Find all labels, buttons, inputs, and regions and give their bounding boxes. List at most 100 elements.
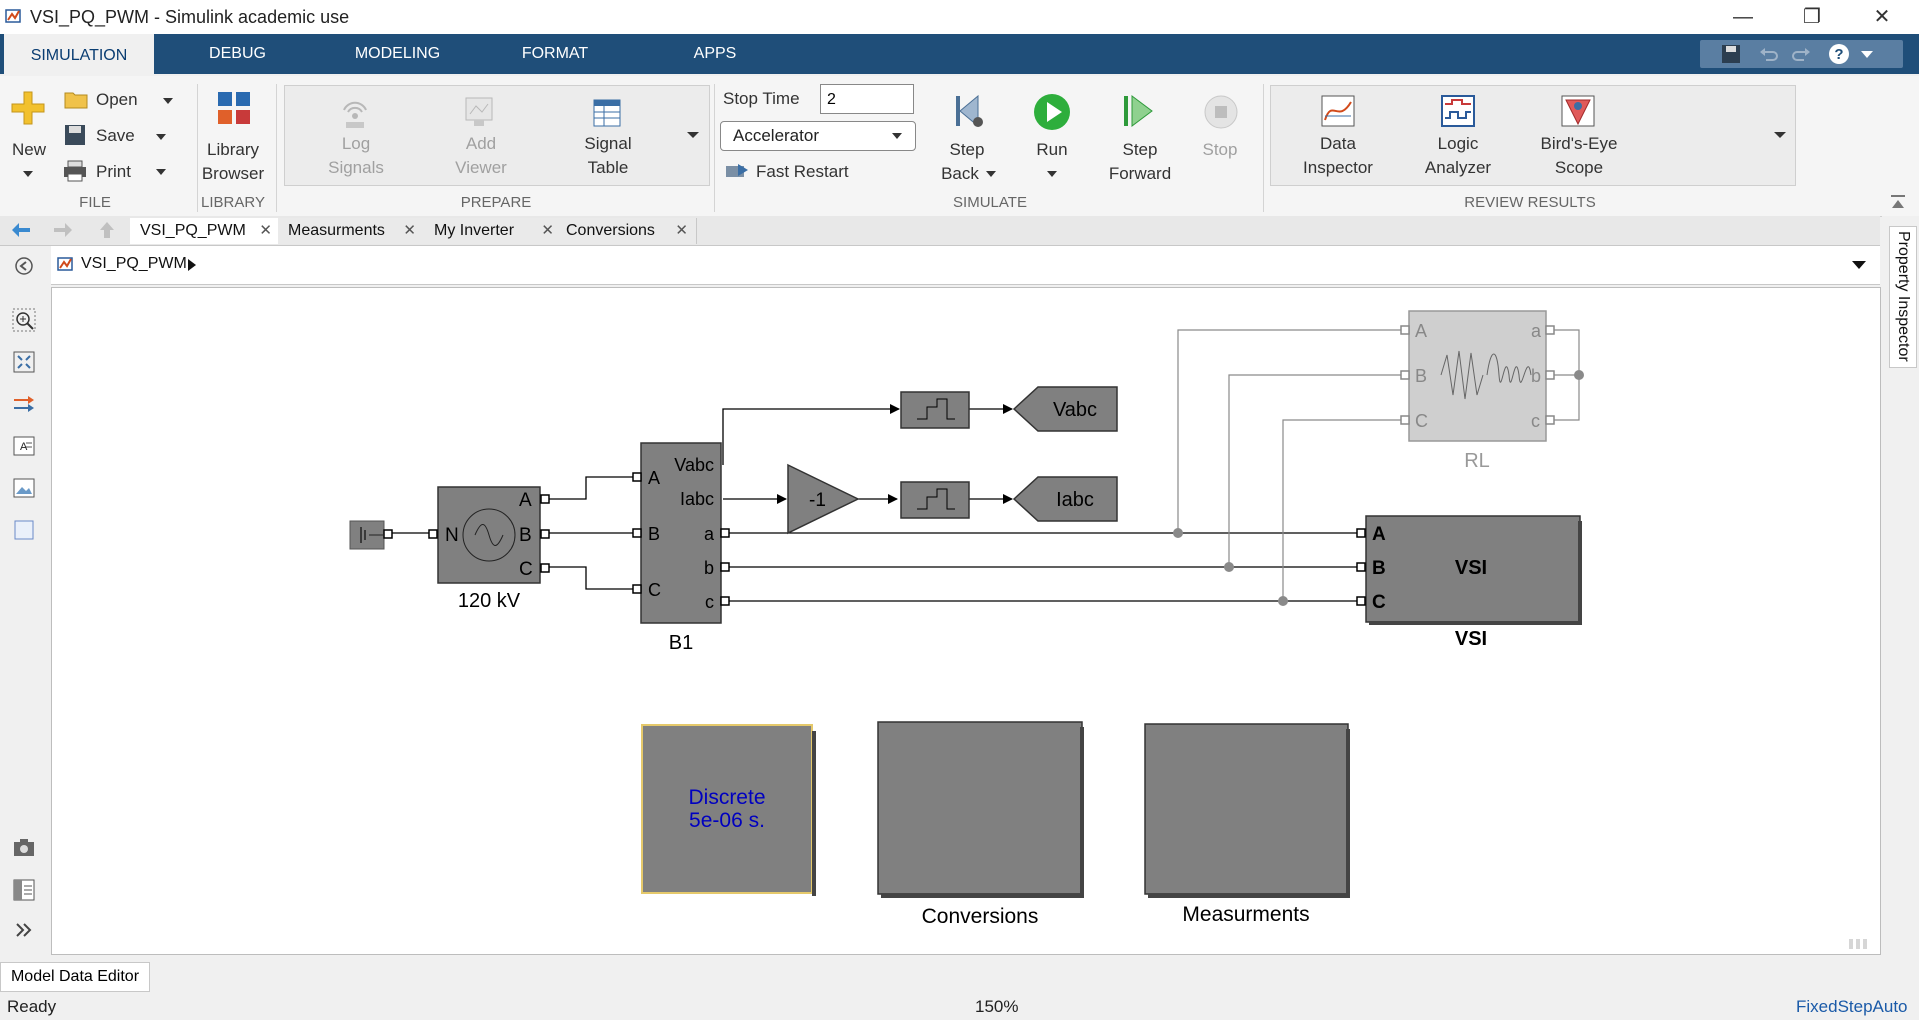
vsi-subsystem-block[interactable]: A B C VSI VSI (1356, 515, 1582, 650)
add-viewer-line2[interactable]: Viewer (455, 158, 507, 177)
tab-debug[interactable]: DEBUG (209, 45, 266, 62)
annotation-icon[interactable]: A (12, 434, 36, 458)
print-button[interactable]: Print (96, 162, 131, 181)
three-phase-source-block[interactable]: N A B C 120 kV (428, 486, 550, 612)
close-button[interactable]: ✕ (1873, 6, 1891, 28)
hide-explorer-icon[interactable] (14, 256, 34, 276)
measurments-subsystem-block[interactable]: Measurments (1144, 723, 1350, 926)
step-forward-line1[interactable]: Step (1122, 140, 1158, 159)
up-arrow-icon[interactable] (98, 220, 116, 240)
forward-arrow-icon[interactable] (52, 221, 74, 239)
stop-time-label: Stop Time (723, 89, 800, 108)
port-label: b (704, 558, 714, 578)
chevron-down-icon[interactable] (162, 97, 174, 105)
rl-block-label: RL (1464, 450, 1490, 472)
data-inspector-line1[interactable]: Data (1320, 134, 1356, 153)
chevron-down-icon[interactable] (22, 170, 34, 178)
connection-lines (391, 476, 1357, 602)
fast-restart-button[interactable]: Fast Restart (756, 162, 849, 181)
powergui-block[interactable]: Discrete 5e-06 s. (641, 724, 816, 896)
chevron-down-icon[interactable] (155, 168, 167, 176)
image-icon[interactable] (12, 476, 36, 500)
close-icon[interactable]: ✕ (259, 222, 272, 239)
tab-simulation[interactable]: SIMULATION (4, 34, 154, 76)
stop-button[interactable]: Stop (1202, 140, 1238, 159)
collapse-ribbon-icon[interactable] (1890, 194, 1906, 210)
restore-button[interactable]: ❐ (1803, 6, 1821, 28)
doc-tab-vsi-pq-pwm[interactable]: VSI_PQ_PWM✕ (130, 218, 281, 244)
chevron-down-icon[interactable] (155, 133, 167, 141)
rl-load-block[interactable]: A B C a b c RL (1400, 310, 1555, 472)
conversions-subsystem-block[interactable]: Conversions (877, 721, 1084, 928)
signal-routing-icon[interactable] (12, 392, 36, 416)
goto-vabc-block[interactable]: Vabc (1012, 386, 1118, 432)
signal-table-line2[interactable]: Table (587, 158, 629, 177)
neutral-block[interactable] (349, 520, 393, 550)
review-gallery-expand-icon[interactable] (1773, 131, 1787, 139)
property-inspector-tab[interactable]: Property Inspector (1889, 226, 1917, 368)
add-viewer-line1[interactable]: Add (465, 134, 497, 153)
library-browser-button-line2[interactable]: Browser (201, 164, 265, 183)
new-button-label[interactable]: New (11, 140, 46, 159)
tab-format[interactable]: FORMAT (521, 45, 589, 62)
doc-tab-measurments[interactable]: Measurments ✕ (278, 218, 425, 244)
minimize-button[interactable]: — (1733, 6, 1753, 28)
birds-eye-line2[interactable]: Scope (1554, 158, 1604, 177)
signal-table-line1[interactable]: Signal (584, 134, 632, 153)
undo-icon[interactable] (1758, 44, 1780, 64)
prepare-gallery-expand-icon[interactable] (686, 131, 700, 139)
close-icon[interactable]: ✕ (675, 222, 688, 239)
chevron-down-icon[interactable] (1860, 50, 1874, 60)
zoom-in-icon[interactable] (12, 308, 36, 332)
save-button[interactable]: Save (96, 126, 135, 145)
doc-tab-conversions[interactable]: Conversions✕ (556, 218, 697, 244)
stop-time-input[interactable]: 2 (820, 84, 914, 114)
chevron-down-icon[interactable] (1851, 260, 1867, 270)
log-signals-line2[interactable]: Signals (328, 158, 384, 177)
log-signals-line1[interactable]: Log (341, 134, 371, 153)
doc-tab-my-inverter[interactable]: My Inverter✕ (424, 218, 563, 244)
tab-apps[interactable]: APPS (693, 45, 737, 62)
zoom-level[interactable]: 150% (975, 997, 1019, 1016)
open-button[interactable]: Open (96, 90, 138, 109)
logic-analyzer-line2[interactable]: Analyzer (1424, 158, 1492, 177)
canvas-resize-grip[interactable] (1849, 939, 1867, 949)
data-inspector-line2[interactable]: Inspector (1303, 158, 1373, 177)
simulation-mode-select[interactable]: Accelerator (720, 121, 916, 151)
tab-modeling[interactable]: MODELING (354, 45, 441, 62)
library-browser-button-line1[interactable]: Library (207, 140, 259, 159)
model-canvas[interactable]: N A B C 120 kV A B C Vabc Iabc a b c B1 … (51, 287, 1881, 955)
area-icon[interactable] (12, 518, 36, 542)
save-quick-icon[interactable] (1720, 44, 1742, 64)
solver-link[interactable]: FixedStepAuto (1796, 997, 1908, 1016)
birds-eye-line1[interactable]: Bird's-Eye (1540, 134, 1618, 153)
close-icon[interactable]: ✕ (541, 222, 554, 239)
chevron-down-icon[interactable] (1046, 170, 1058, 178)
step-back-line2[interactable]: Back (941, 164, 979, 183)
close-icon[interactable]: ✕ (403, 222, 416, 239)
model-data-editor-tab[interactable]: Model Data Editor (0, 962, 150, 992)
step-back-line1[interactable]: Step (949, 140, 985, 159)
goto-iabc-block[interactable]: Iabc (1012, 476, 1118, 522)
zero-order-hold-block[interactable] (900, 481, 970, 519)
chevron-down-icon[interactable] (985, 170, 997, 178)
back-arrow-icon[interactable] (10, 221, 32, 239)
zero-order-hold-block[interactable] (900, 391, 970, 429)
redo-icon[interactable] (1790, 44, 1812, 64)
b1-measurement-block[interactable]: A B C Vabc Iabc a b c B1 (632, 442, 730, 654)
chevron-down-icon (892, 133, 902, 139)
breadcrumb[interactable]: VSI_PQ_PWM (81, 255, 187, 272)
data-inspector-icon (1321, 95, 1355, 127)
logic-analyzer-line1[interactable]: Logic (1437, 134, 1479, 153)
divider (197, 84, 198, 212)
gain-block[interactable]: -1 (787, 463, 860, 535)
fit-to-view-icon[interactable] (12, 350, 36, 374)
step-forward-line2[interactable]: Forward (1108, 164, 1172, 183)
model-browser-icon[interactable] (12, 878, 36, 902)
help-icon[interactable]: ? (1828, 43, 1850, 65)
run-button[interactable]: Run (1036, 140, 1068, 159)
screenshot-camera-icon[interactable] (12, 836, 36, 858)
chevron-right-icon[interactable] (187, 258, 197, 272)
doc-tab-label: Measurments (288, 222, 385, 239)
expand-toolbar-icon[interactable] (14, 922, 34, 938)
